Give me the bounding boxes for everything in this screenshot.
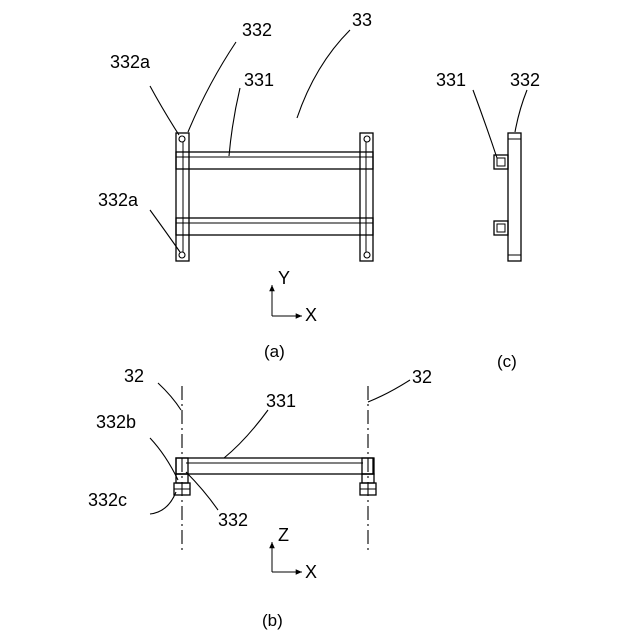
label-332c: 332c — [88, 490, 127, 510]
axis-a-vertical-label: Y — [278, 268, 290, 288]
hole-332a-top-right — [364, 136, 370, 142]
hole-332a-top-left — [179, 136, 185, 142]
hole-332a-bottom-right — [364, 252, 370, 258]
panel-label-b: (b) — [262, 611, 283, 630]
leader-332b — [150, 438, 178, 480]
view-c: 331 332 (c) — [436, 70, 540, 371]
leader-332c — [150, 492, 176, 514]
label-332a-top: 332a — [110, 52, 151, 72]
leader-332a-top — [150, 86, 179, 135]
rail-end-upper — [494, 155, 508, 169]
rail-end-lower-inner — [497, 224, 505, 232]
rail-end-lower — [494, 221, 508, 235]
bracket-side — [508, 133, 521, 261]
leader-32-right — [368, 380, 410, 402]
leader-32-left — [158, 383, 181, 410]
axis-b-vertical-label: Z — [278, 525, 289, 545]
leader-332-top — [188, 42, 236, 132]
label-32-left: 32 — [124, 366, 144, 386]
label-32-right: 32 — [412, 367, 432, 387]
right-nut — [362, 474, 374, 483]
label-33: 33 — [352, 10, 372, 30]
upper-rail — [176, 152, 373, 169]
view-b: 32 32 331 332b 332c 332 Z X (b) — [88, 366, 432, 630]
axis-b-horizontal-label: X — [305, 562, 317, 582]
leader-331-b — [224, 410, 268, 458]
label-332a-bottom: 332a — [98, 190, 139, 210]
hole-332a-bottom-left — [179, 252, 185, 258]
panel-label-c: (c) — [497, 352, 517, 371]
view-a: 332a 332 331 33 332a Y X (a) — [98, 10, 373, 361]
label-332-b: 332 — [218, 510, 248, 530]
label-332-c: 332 — [510, 70, 540, 90]
leader-332-c — [515, 90, 527, 132]
leader-331-c — [473, 90, 497, 158]
leader-332-b — [186, 472, 218, 510]
label-331-c: 331 — [436, 70, 466, 90]
axis-a-horizontal-label: X — [305, 305, 317, 325]
lower-rail — [176, 218, 373, 235]
rail-end-upper-inner — [497, 158, 505, 166]
leader-331-a — [229, 88, 240, 156]
label-332b: 332b — [96, 412, 136, 432]
label-331-b: 331 — [266, 391, 296, 411]
label-331-a: 331 — [244, 70, 274, 90]
panel-label-a: (a) — [264, 342, 285, 361]
label-332-top: 332 — [242, 20, 272, 40]
rail-front — [176, 458, 373, 474]
leader-33 — [297, 30, 350, 118]
